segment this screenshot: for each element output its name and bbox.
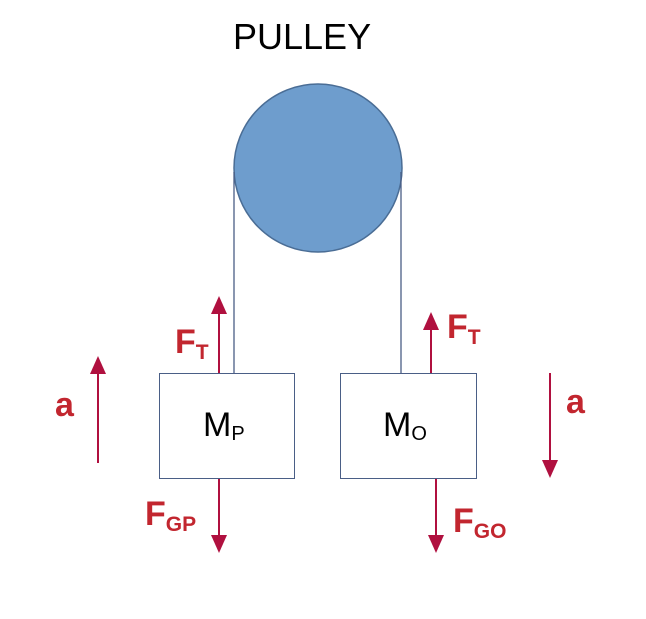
tension-arrow-left <box>211 296 227 373</box>
gravity-label-left: FGP <box>145 495 196 537</box>
mass-label-p: MP <box>203 406 245 446</box>
acceleration-label-left: a <box>55 386 74 424</box>
acceleration-arrow-up <box>90 356 106 463</box>
mass-label-o: MO <box>383 406 427 446</box>
mass-label-o-sub: O <box>411 423 427 445</box>
tension-label-left-sub: T <box>195 341 209 364</box>
gravity-label-left-main: F <box>145 495 166 533</box>
tension-label-right-main: F <box>447 308 468 346</box>
diagram-title: PULLEY <box>233 16 372 57</box>
tension-label-right: FT <box>447 308 481 350</box>
mass-box-o <box>340 373 477 479</box>
mass-label-p-sub: P <box>231 423 245 445</box>
mass-box-p <box>159 373 295 479</box>
gravity-label-left-sub: GP <box>165 513 197 536</box>
mass-label-o-main: M <box>383 406 412 444</box>
tension-arrow-right <box>423 312 439 373</box>
acceleration-label-right: a <box>566 383 585 421</box>
tension-label-left: FT <box>175 323 209 365</box>
gravity-arrow-right <box>428 479 444 553</box>
pulley-wheel <box>233 83 403 253</box>
gravity-arrow-left <box>211 479 227 553</box>
gravity-label-right: FGO <box>453 502 506 544</box>
tension-label-right-sub: T <box>467 326 481 349</box>
tension-label-left-main: F <box>175 323 196 361</box>
mass-label-p-main: M <box>203 406 232 444</box>
gravity-label-right-main: F <box>453 502 474 540</box>
acceleration-arrow-down <box>542 373 558 478</box>
gravity-label-right-sub: GO <box>473 520 507 543</box>
